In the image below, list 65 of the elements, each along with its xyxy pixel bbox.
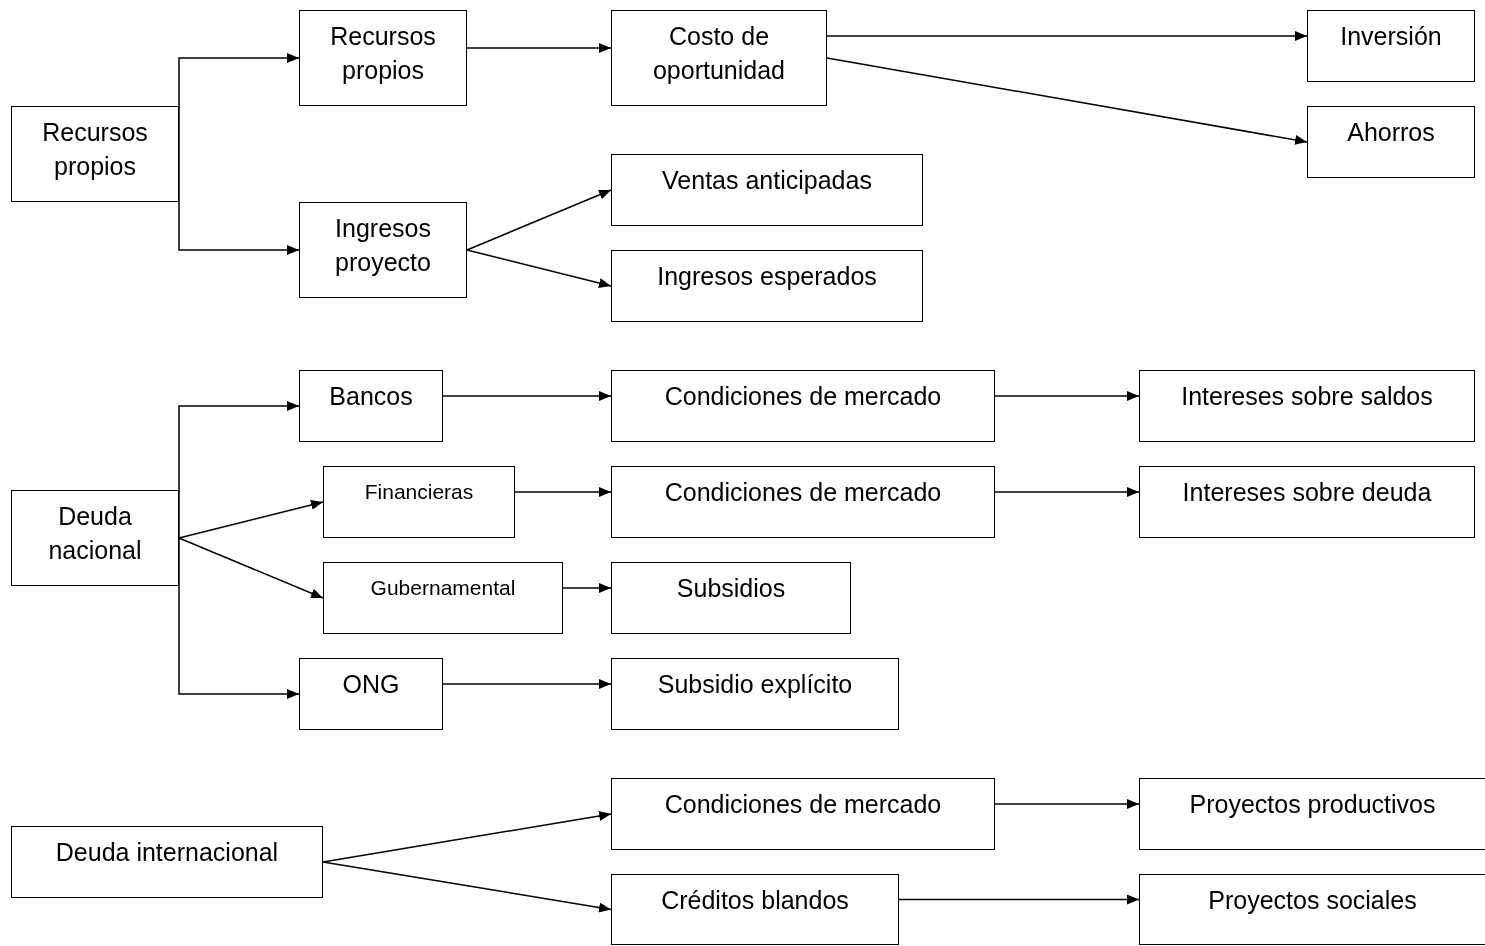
box-label: ONG — [341, 669, 401, 700]
box-label: Ingresos proyecto — [334, 213, 432, 278]
arrow — [442, 679, 612, 689]
process-box — [611, 778, 995, 850]
box-label: Proyectos sociales — [1207, 885, 1418, 916]
arrow — [322, 861, 612, 913]
process-box — [1139, 466, 1475, 538]
arrow — [826, 31, 1308, 41]
arrow — [562, 583, 612, 593]
process-box — [1139, 874, 1485, 945]
box-label: Proyectos productivos — [1188, 789, 1437, 820]
process-box — [299, 370, 443, 442]
process-box — [323, 466, 515, 538]
arrow — [178, 537, 324, 599]
box-label: Recursos propios — [41, 117, 149, 182]
arrow — [466, 249, 612, 288]
arrow — [994, 799, 1140, 809]
process-box — [299, 658, 443, 730]
box-label: Condiciones de mercado — [663, 381, 943, 412]
box-label: Deuda internacional — [54, 837, 280, 868]
arrow — [898, 894, 1140, 905]
process-box — [611, 250, 923, 322]
process-box — [611, 562, 851, 634]
process-box — [611, 370, 995, 442]
arrow — [466, 43, 612, 53]
box-label: Deuda nacional — [47, 501, 143, 566]
arrow — [994, 487, 1140, 497]
process-box — [11, 826, 323, 898]
process-box — [611, 874, 899, 945]
process-box — [11, 490, 179, 586]
arrow — [826, 57, 1308, 145]
box-label: Ventas anticipadas — [661, 165, 873, 196]
process-box — [611, 658, 899, 730]
arrow — [514, 487, 612, 497]
arrow — [442, 391, 612, 401]
box-label: Recursos propios — [329, 21, 437, 86]
arrow — [322, 811, 612, 863]
box-label: Ingresos esperados — [656, 261, 878, 292]
box-label: Subsidio explícito — [656, 669, 854, 700]
arrow — [994, 391, 1140, 401]
process-box — [611, 10, 827, 106]
box-label: Bancos — [328, 381, 414, 412]
box-label: Gubernamental — [369, 575, 517, 601]
process-box — [323, 562, 563, 634]
box-label: Intereses sobre saldos — [1180, 381, 1434, 412]
process-box — [1307, 106, 1475, 178]
process-box — [299, 202, 467, 298]
process-box — [1139, 778, 1485, 850]
box-label: Créditos blandos — [660, 885, 850, 916]
arrow — [178, 500, 324, 539]
box-label: Condiciones de mercado — [663, 477, 943, 508]
process-box — [11, 106, 179, 202]
box-label: Intereses sobre deuda — [1181, 477, 1433, 508]
box-label: Financieras — [363, 479, 475, 505]
process-box — [611, 154, 923, 226]
box-label: Costo de oportunidad — [651, 21, 787, 86]
arrow — [466, 189, 612, 251]
box-label: Subsidios — [675, 573, 787, 604]
process-box — [1139, 370, 1475, 442]
box-label: Ahorros — [1346, 117, 1436, 148]
box-label: Inversión — [1339, 21, 1443, 52]
box-label: Condiciones de mercado — [663, 789, 943, 820]
process-box — [1307, 10, 1475, 82]
process-box — [611, 466, 995, 538]
process-box — [299, 10, 467, 106]
